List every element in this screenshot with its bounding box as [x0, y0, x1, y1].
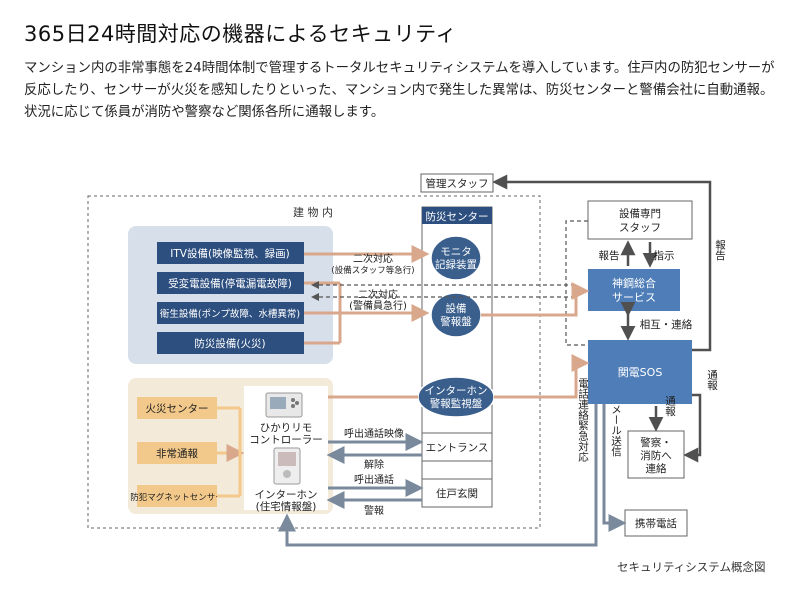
intercom-label-2: (住宅情報盤) [256, 500, 317, 513]
equipment-sanitary: 衛生設備(ポンプ故障、水槽異常) [160, 308, 300, 320]
police-fire-box [627, 430, 685, 479]
label-report-right: 報告 [714, 240, 726, 262]
diagram-text-diagram-setsubi_staff-0: 設備専門 [619, 207, 661, 220]
arrow-panel-shinko [481, 282, 590, 317]
kanri-staff-label: 管理スタッフ [426, 177, 489, 190]
residence-fire-sensor: 火災センター [146, 403, 209, 415]
entrance-label: エントランス [426, 442, 489, 454]
diagram-text-diagram-labels-notify_right: 通報 [706, 370, 718, 392]
label-report: 報告 [599, 249, 620, 262]
building-outline [87, 195, 541, 529]
diagram-text-diagram-labels-phone_urgent: 電話連絡緊急対応 [577, 378, 589, 462]
label-nijitaio2-b: (警備員急行) [349, 299, 407, 312]
equipment-alarm-panel-node [430, 292, 482, 338]
bousai-center-header [422, 207, 492, 224]
residence-magnet-sensor: 防犯マグネットセンサー [130, 492, 224, 503]
monitor-recorder-node [430, 235, 482, 281]
label-instruct: 指示 [654, 249, 675, 262]
equipment-list: ITV設備(映像監視、録画) 受変電設備(停電漏電故障) 衛生設備(ポンプ故障、… [157, 242, 304, 354]
label-nijitaio1-b: (設備スタッフ等急行) [331, 265, 414, 276]
diagram-caption: セキュリティシステム概念図 [617, 560, 766, 574]
label-notify-right: 通報 [706, 370, 718, 392]
hikari-remo-device-icon [265, 392, 303, 418]
intro-text: マンション内の非常事態を24時間体制で管理するトータルセキュリティシステムを導入… [24, 61, 775, 120]
hikari-remo-label-2: コントローラー [249, 434, 323, 446]
building-label: 建 物 内 [293, 205, 333, 219]
intercom-device-icon [273, 447, 301, 485]
diagram-text-diagram-monitor-1: 記録装置 [435, 258, 477, 271]
page-title: 365日24時間対応の機器によるセキュリティ [24, 22, 457, 46]
mobile-phone-box [624, 509, 688, 537]
label-release: 解除 [364, 458, 384, 471]
diagram-text-diagram-equip_panel-1: 警報盤 [440, 315, 472, 328]
dashed-setsubi-link [565, 220, 588, 346]
arrow-phone-urgent [278, 404, 598, 547]
diagram-text-diagram-police-0: 警察・ [640, 436, 672, 449]
arrow-notify-right [683, 393, 702, 463]
bousai-center-label: 防災センター [426, 210, 489, 223]
label-alarm: 警報 [364, 504, 384, 517]
shinko-service-box [588, 269, 680, 311]
door-label: 住戸玄関 [436, 487, 478, 500]
arrow-intercom-kanden [494, 354, 590, 399]
label-phone-urgent: 電話連絡緊急対応 [577, 378, 589, 462]
label-mail: メール送信 [610, 404, 622, 457]
label-nijitaio2-a: 二次対応 [358, 288, 398, 301]
door-box [421, 478, 493, 508]
diagram-text-diagram-monitor-0: モニタ [440, 246, 472, 258]
intercom-label-1: インターホン [255, 489, 318, 501]
label-notify-down: 通報 [664, 396, 676, 418]
diagram-text-diagram-police-2: 連絡 [646, 462, 667, 475]
label-mutual: 相互・連絡 [640, 318, 693, 331]
setsubi-staff-box [587, 200, 693, 240]
diagram-text-diagram-intercom_panel-0: インターホン [425, 385, 488, 397]
equipment-itv: ITV設備(映像監視、録画) [170, 247, 289, 260]
kanden-sos-box [588, 340, 692, 404]
mobile-phone-label: 携帯電話 [635, 517, 677, 530]
diagram-text-diagram-setsubi_staff-1: スタッフ [619, 222, 661, 234]
equipment-power: 受変電設備(停電漏電故障) [168, 277, 292, 290]
residence-emergency-call: 非常通報 [156, 447, 198, 460]
arrow-mail-mobile [602, 404, 627, 532]
diagram-text-diagram-police-1: 消防へ [640, 449, 672, 462]
label-nijitaio1-a: 二次対応 [353, 252, 393, 265]
diagram-text-diagram-labels-report_right: 報告 [714, 240, 726, 262]
diagram-text-diagram-equip_panel-0: 設備 [446, 302, 467, 315]
residence-list: 火災センター 非常通報 防犯マグネットセンサー [130, 397, 245, 507]
diagram-text-diagram-shinko-0: 神鋼総合 [612, 276, 656, 290]
arrow-report-kanri [492, 174, 712, 352]
diagram-text-diagram-shinko-1: サービス [612, 291, 656, 304]
hikari-remo-label-1: ひかりリモ [260, 422, 313, 434]
label-call-video: 呼出通話映像 [344, 427, 404, 440]
label-call: 呼出通話 [354, 473, 394, 486]
diagram-text-diagram-intercom_panel-1: 警報監視盤 [430, 397, 483, 410]
diagram-text-diagram-labels-mail: メール送信 [610, 404, 622, 457]
equipment-fire: 防災設備(火災) [194, 337, 265, 350]
intercom-alarm-monitor-node [417, 376, 495, 418]
diagram-text-diagram-labels-notify_down: 通報 [664, 396, 676, 418]
kanden-sos-label: 関電SOS [618, 366, 663, 379]
